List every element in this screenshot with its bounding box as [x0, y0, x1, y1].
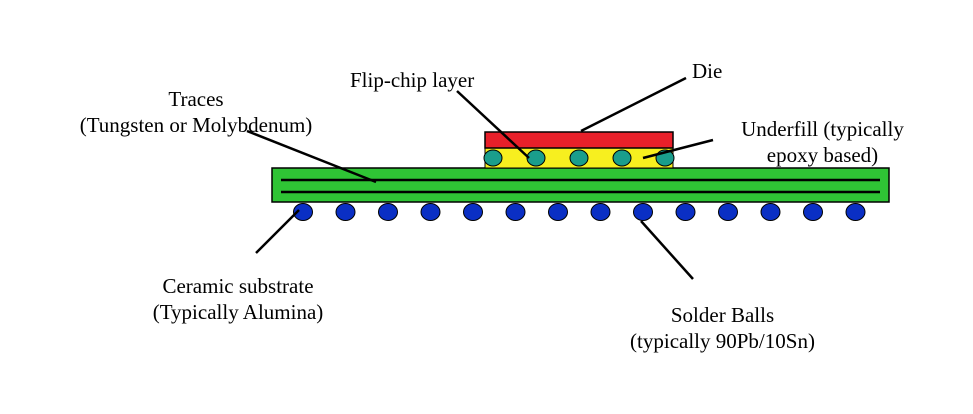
- solder-ball: [293, 203, 313, 221]
- solder-ball: [760, 203, 781, 221]
- die: [484, 131, 674, 149]
- solder-ball: [590, 203, 611, 221]
- flip-chip-label-line1: Flip-chip layer: [350, 68, 475, 92]
- solder-label-line2: (typically 90Pb/10Sn): [630, 329, 815, 353]
- leader-die: [580, 76, 687, 133]
- leader-flip-chip: [456, 90, 530, 159]
- flip-chip-bump: [569, 149, 589, 167]
- traces-label-line1: Traces: [168, 87, 224, 111]
- solder-ball: [675, 203, 696, 221]
- solder-label-line1: Solder Balls: [670, 303, 775, 327]
- traces-label-line2: (Tungsten or Molybdenum): [79, 113, 313, 137]
- solder-ball: [548, 203, 568, 221]
- underfill-label-line1: Underfill (typically: [741, 117, 904, 141]
- solder-label: Solder Balls (typically 90Pb/10Sn): [605, 302, 840, 354]
- solder-ball: [378, 203, 398, 221]
- die-label-line1: Die: [692, 59, 723, 83]
- flip-chip-bump: [483, 149, 503, 167]
- flip-chip-bump: [526, 149, 546, 167]
- ceramic-label-line2: (Typically Alumina): [152, 300, 324, 324]
- solder-ball: [463, 203, 483, 221]
- leader-underfill: [642, 138, 714, 160]
- flip-chip-bump: [612, 149, 632, 167]
- solder-ball: [420, 203, 441, 221]
- solder-ball: [718, 203, 738, 221]
- underfill-label-line2: epoxy based): [766, 143, 879, 167]
- ceramic-substrate: [271, 167, 890, 203]
- underfill-label: Underfill (typically epoxy based): [700, 116, 945, 168]
- die-label: Die: [692, 58, 722, 84]
- leader-traces: [246, 129, 377, 184]
- leader-solder: [640, 220, 694, 280]
- leader-ceramic: [255, 209, 300, 254]
- flip-chip-bumps: [483, 149, 675, 167]
- solder-ball: [633, 203, 653, 221]
- ceramic-label-line1: Ceramic substrate: [162, 274, 314, 298]
- solder-ball: [335, 203, 356, 221]
- solder-ball: [803, 203, 823, 221]
- solder-ball: [505, 203, 526, 221]
- solder-ball: [845, 203, 866, 221]
- solder-balls: [293, 203, 866, 221]
- flip-chip-label: Flip-chip layer: [350, 67, 474, 93]
- traces-label: Traces (Tungsten or Molybdenum): [46, 86, 346, 138]
- ceramic-label: Ceramic substrate (Typically Alumina): [126, 273, 350, 325]
